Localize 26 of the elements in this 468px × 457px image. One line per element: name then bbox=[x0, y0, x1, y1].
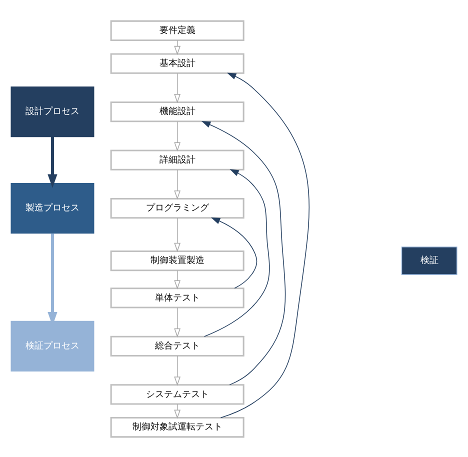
arrow bbox=[204, 168, 270, 336]
arrow bbox=[174, 355, 181, 386]
node-box: 制御対象試運転テスト bbox=[110, 416, 244, 438]
arrow bbox=[220, 72, 310, 418]
arrow bbox=[210, 216, 258, 288]
node-box: 総合テスト bbox=[110, 335, 244, 356]
arrow bbox=[174, 306, 181, 338]
arrow bbox=[174, 168, 181, 200]
arrow bbox=[174, 270, 181, 289]
arrow bbox=[174, 72, 181, 103]
node-box: 基本設計 bbox=[110, 52, 244, 74]
arrow bbox=[48, 136, 58, 188]
node-box: 検証プロセス bbox=[10, 320, 94, 371]
node-box: 機能設計 bbox=[110, 100, 244, 122]
node-box: 詳細設計 bbox=[110, 149, 244, 170]
node-box: 検証 bbox=[401, 246, 458, 274]
node-box: プログラミング bbox=[110, 197, 244, 218]
node-box: 制御装置製造 bbox=[110, 250, 244, 271]
node-box: 要件定義 bbox=[110, 20, 244, 40]
arrow bbox=[174, 120, 181, 151]
node-box: システムテスト bbox=[110, 384, 244, 404]
node-box: 設計プロセス bbox=[10, 86, 94, 137]
node-box: 製造プロセス bbox=[10, 182, 94, 234]
node-box: 単体テスト bbox=[110, 287, 244, 308]
arrow bbox=[174, 217, 181, 252]
arrow bbox=[201, 120, 286, 385]
